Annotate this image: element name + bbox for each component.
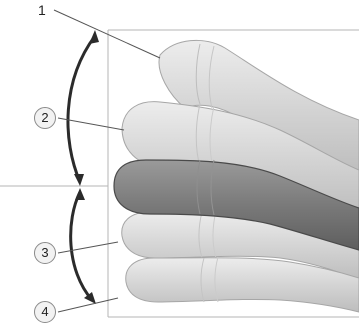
range-arrow-down bbox=[71, 188, 96, 304]
callout-4: 4 bbox=[34, 301, 56, 323]
callout-1: 1 bbox=[38, 2, 46, 18]
callout-2: 2 bbox=[34, 107, 56, 129]
callout-3: 3 bbox=[34, 242, 56, 264]
range-arrow-up bbox=[68, 30, 99, 186]
